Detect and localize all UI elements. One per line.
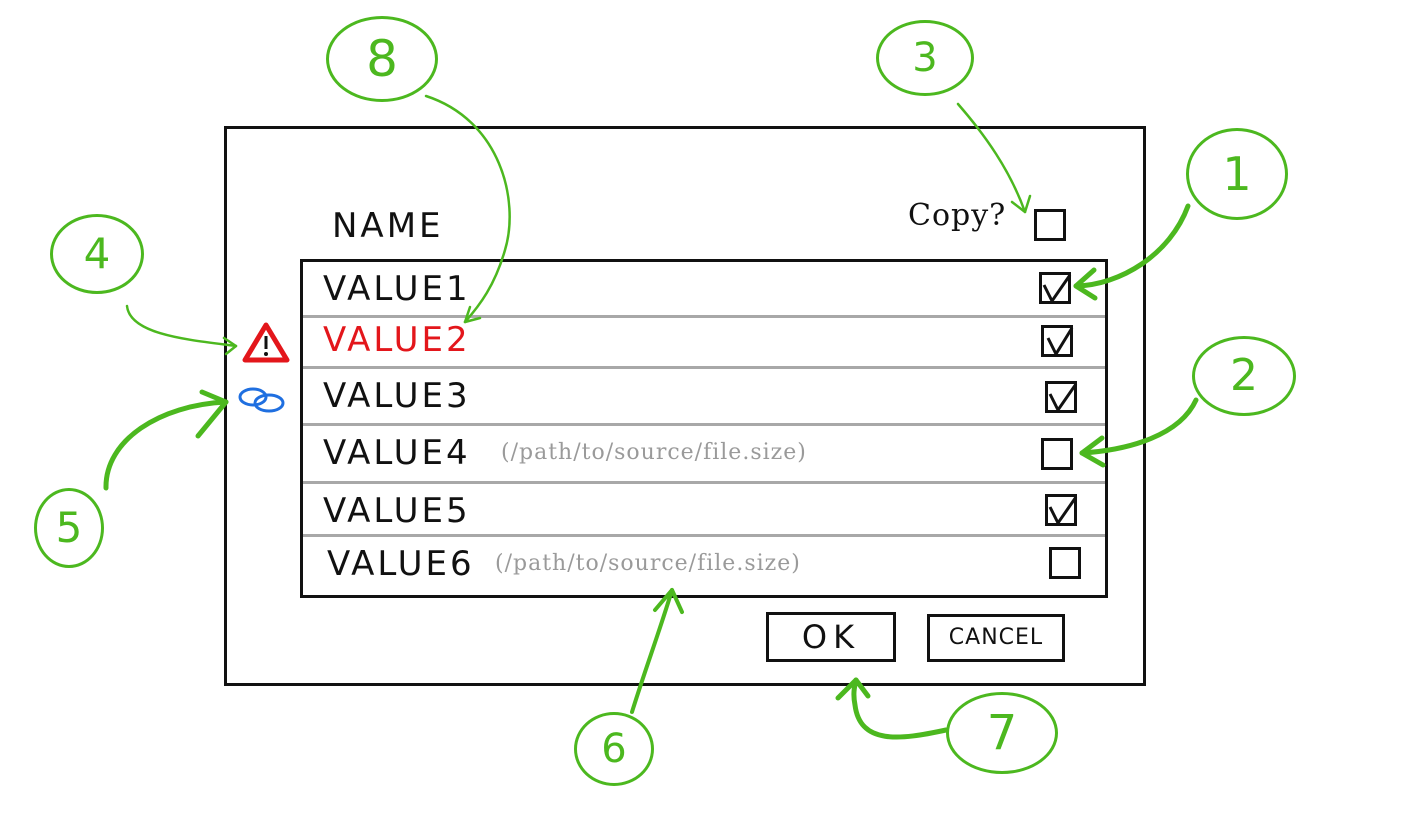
callout-1: 1 bbox=[1186, 128, 1288, 220]
list-item[interactable]: VALUE3 bbox=[303, 369, 1105, 426]
value-name: VALUE2 bbox=[323, 320, 471, 360]
list-item[interactable]: VALUE4 (/path/to/source/file.size) bbox=[303, 426, 1105, 484]
callout-5: 5 bbox=[34, 488, 104, 568]
callout-6: 6 bbox=[574, 712, 654, 786]
checkmark-icon bbox=[1042, 274, 1072, 304]
list-item[interactable]: VALUE2 bbox=[303, 313, 1105, 369]
callout-3: 3 bbox=[876, 20, 974, 96]
value-name: VALUE1 bbox=[323, 269, 471, 309]
cancel-button[interactable]: CANCEL bbox=[927, 614, 1065, 662]
copy-checkbox[interactable] bbox=[1041, 325, 1074, 358]
ok-button[interactable]: OK bbox=[766, 612, 896, 662]
value-name: VALUE4 bbox=[323, 433, 471, 473]
copy-checkbox[interactable] bbox=[1041, 438, 1073, 470]
value-name: VALUE3 bbox=[323, 376, 471, 416]
warning-triangle-icon bbox=[242, 322, 290, 363]
value-list: VALUE1 VALUE2 VALUE3 VALUE4 (/path/to/so… bbox=[300, 259, 1108, 598]
list-item[interactable]: VALUE1 bbox=[303, 262, 1105, 318]
copy-checkbox[interactable] bbox=[1049, 547, 1081, 579]
callout-4: 4 bbox=[50, 214, 144, 294]
list-item[interactable]: VALUE6 (/path/to/source/file.size) bbox=[303, 537, 1105, 595]
copy-column-header: Copy? bbox=[908, 198, 1007, 233]
copy-checkbox[interactable] bbox=[1045, 494, 1078, 526]
name-column-header: NAME bbox=[332, 206, 444, 246]
value-name: VALUE5 bbox=[323, 491, 471, 531]
copy-checkbox[interactable] bbox=[1045, 381, 1078, 413]
checkmark-icon bbox=[1048, 383, 1078, 413]
list-item[interactable]: VALUE5 bbox=[303, 484, 1105, 537]
value-name: VALUE6 bbox=[327, 544, 475, 584]
callout-7: 7 bbox=[946, 692, 1058, 774]
source-path: (/path/to/source/file.size) bbox=[501, 440, 807, 465]
callout-8: 8 bbox=[326, 16, 438, 102]
source-path: (/path/to/source/file.size) bbox=[495, 551, 801, 576]
copy-checkbox[interactable] bbox=[1039, 272, 1072, 304]
callout-2: 2 bbox=[1192, 336, 1296, 416]
link-chain-icon bbox=[238, 387, 285, 413]
checkmark-icon bbox=[1046, 327, 1074, 358]
checkmark-icon bbox=[1048, 496, 1078, 526]
copy-all-checkbox[interactable] bbox=[1034, 209, 1066, 241]
